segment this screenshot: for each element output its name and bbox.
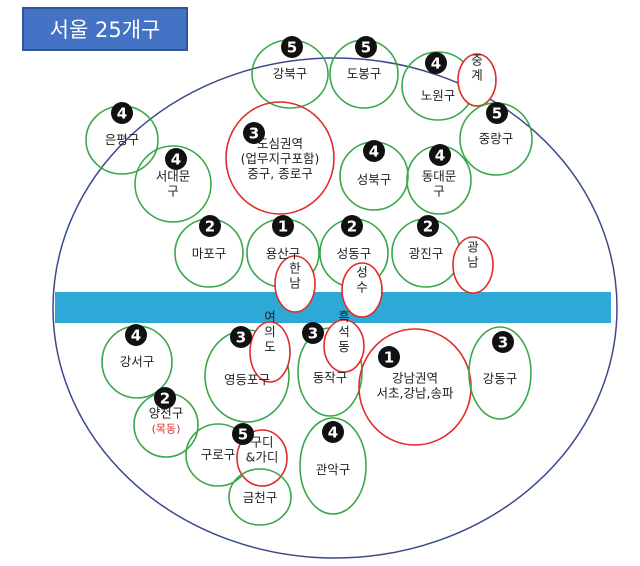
- region-label-gangbuk: 강북구: [273, 66, 308, 81]
- rank-number-dobong: 5: [361, 39, 371, 57]
- han-river: [55, 292, 611, 323]
- region-circle-cbd: [225, 101, 335, 215]
- region-label-gangdong: 강동구: [483, 371, 518, 386]
- region-label-gangseo: 강서구: [120, 354, 155, 369]
- region-circle-heukseok: [323, 319, 365, 373]
- rank-badge-seongbuk: [363, 140, 385, 162]
- region-label-gudi: 구디&가디: [246, 435, 279, 465]
- rank-number-seodaemun: 4: [171, 151, 181, 169]
- rank-number-dongdaemun: 4: [435, 147, 445, 165]
- rank-badge-seodaemun: [165, 148, 187, 170]
- rank-number-gangnam: 1: [384, 349, 394, 367]
- region-label-nowon: 노원구: [421, 88, 456, 103]
- rank-badge-dongdaemun: [429, 144, 451, 166]
- rank-badge-yeongdeungpo: [230, 326, 252, 348]
- rank-number-gwanak: 4: [328, 424, 338, 442]
- region-label-gwanak: 관악구: [316, 462, 351, 477]
- rank-number-mapo: 2: [205, 218, 215, 236]
- region-label-seongbuk: 성북구: [357, 172, 392, 187]
- region-circle-junggye: [457, 53, 497, 107]
- region-label-yongsan: 용산구: [266, 246, 301, 261]
- region-circle-yeouido: [249, 321, 291, 383]
- rank-badge-mapo: [199, 215, 221, 237]
- rank-number-gangseo: 4: [131, 327, 141, 345]
- rank-number-jungnang: 5: [492, 105, 502, 123]
- rank-number-yangcheon: 2: [160, 390, 170, 408]
- region-label-dobong: 도봉구: [347, 66, 382, 81]
- region-circle-gwanak: [299, 417, 367, 515]
- region-circle-seodaemun: [134, 145, 212, 223]
- rank-badge-gangnam: [378, 346, 400, 368]
- rank-number-dongjak: 3: [308, 325, 318, 343]
- region-label-cbd: 도심권역(업무지구포함)중구, 종로구: [241, 136, 320, 181]
- region-circle-gwangnaru: [452, 236, 494, 294]
- rank-number-gudi: 5: [238, 426, 248, 444]
- region-circles: [85, 39, 533, 526]
- region-label-mapo: 마포구: [192, 246, 227, 261]
- rank-badge-gudi: [232, 423, 254, 445]
- region-circle-geumcheon: [228, 468, 292, 526]
- region-label-jungnang: 중랑구: [479, 131, 514, 146]
- rank-number-cbd: 3: [249, 125, 259, 143]
- rank-number-gangdong: 3: [498, 334, 508, 352]
- rank-badge-gwangjin: [417, 215, 439, 237]
- rank-number-eunpyeong: 4: [117, 105, 127, 123]
- rank-badge-eunpyeong: [111, 102, 133, 124]
- rank-number-yongsan: 1: [278, 218, 288, 236]
- rank-number-seongbuk: 4: [369, 143, 379, 161]
- title-box: 서울 25개구: [22, 7, 188, 51]
- rank-number-nowon: 4: [431, 55, 441, 73]
- region-label-yeongdeungpo: 영등포구: [224, 372, 270, 387]
- rank-number-yeongdeungpo: 3: [236, 329, 246, 347]
- rank-badge-jungnang: [486, 102, 508, 124]
- rank-badges: 5 5 4 5 4 3 4 4 4 2 1 2 2 4 3 3 1 3 2 5 4: [111, 36, 514, 445]
- region-circle-seongsu: [341, 262, 383, 318]
- seoul-outline: [52, 57, 618, 559]
- title-text: 서울 25개구: [49, 18, 161, 42]
- rank-number-gangbuk: 5: [287, 39, 297, 57]
- rank-badge-gangdong: [492, 331, 514, 353]
- region-label-geumcheon: 금천구: [243, 490, 278, 505]
- rank-number-seongdong: 2: [347, 218, 357, 236]
- region-label-eunpyeong: 은평구: [105, 132, 140, 147]
- region-label-guro: 구로구: [201, 447, 236, 462]
- rank-badge-dobong: [355, 36, 377, 58]
- rank-badge-cbd: [243, 122, 265, 144]
- rank-badge-yangcheon: [154, 387, 176, 409]
- rank-badge-nowon: [425, 52, 447, 74]
- rank-number-gwangjin: 2: [423, 218, 433, 236]
- rank-badge-dongjak: [302, 322, 324, 344]
- region-label-yangcheon: 양천구(목동): [149, 406, 184, 436]
- rank-badge-gangbuk: [281, 36, 303, 58]
- region-label-gwangjin: 광진구: [409, 246, 444, 261]
- region-label-dongjak: 동작구: [313, 370, 348, 385]
- region-circle-gangdong: [468, 326, 532, 420]
- region-label-seongdong: 성동구: [337, 246, 372, 261]
- rank-badge-gangseo: [125, 324, 147, 346]
- rank-badge-seongdong: [341, 215, 363, 237]
- rank-badge-gwanak: [322, 421, 344, 443]
- region-circle-hannam: [274, 255, 316, 313]
- rank-badge-yongsan: [272, 215, 294, 237]
